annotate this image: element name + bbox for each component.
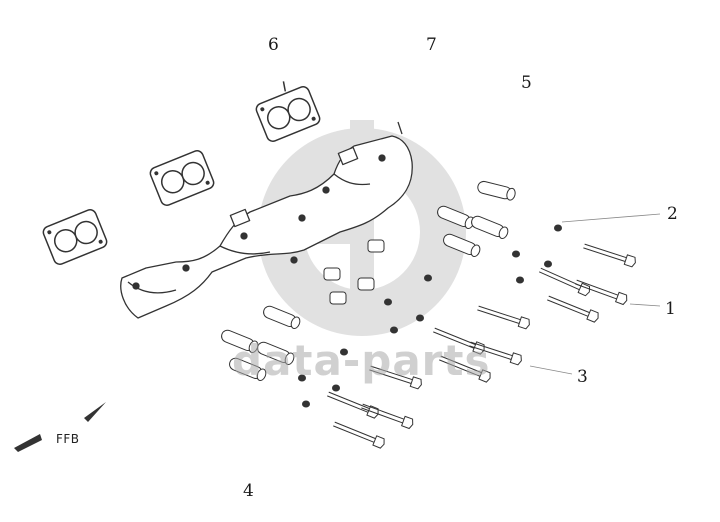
sleeves — [219, 179, 517, 383]
callout-2: 2 — [667, 204, 678, 224]
exhaust-manifold — [120, 121, 413, 319]
gasket — [42, 209, 108, 265]
gasket — [255, 81, 321, 142]
direction-label: FFB — [56, 432, 80, 446]
callout-3: 3 — [577, 367, 588, 387]
callout-7: 7 — [426, 35, 437, 55]
callout-4: 4 — [243, 481, 254, 501]
callout-6: 6 — [268, 35, 279, 55]
leader-lines — [529, 213, 661, 375]
direction-arrow-icon — [14, 402, 106, 452]
gasket — [149, 150, 215, 206]
washers — [298, 224, 562, 408]
callout-5: 5 — [521, 73, 532, 93]
callout-1: 1 — [665, 299, 676, 319]
watermark-text: data-parts — [232, 336, 491, 385]
